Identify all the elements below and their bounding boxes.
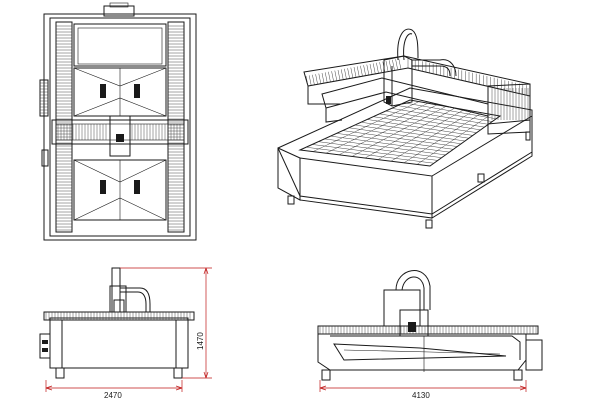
front-view: 2470 1470: [39, 267, 212, 400]
top-view: [39, 2, 197, 241]
isometric-view: [277, 28, 533, 229]
side-length-dimension: 4130: [412, 391, 430, 400]
front-width-dimension: 2470: [104, 391, 122, 400]
front-height-dimension: 1470: [196, 332, 205, 350]
side-view: 4130: [317, 270, 543, 400]
